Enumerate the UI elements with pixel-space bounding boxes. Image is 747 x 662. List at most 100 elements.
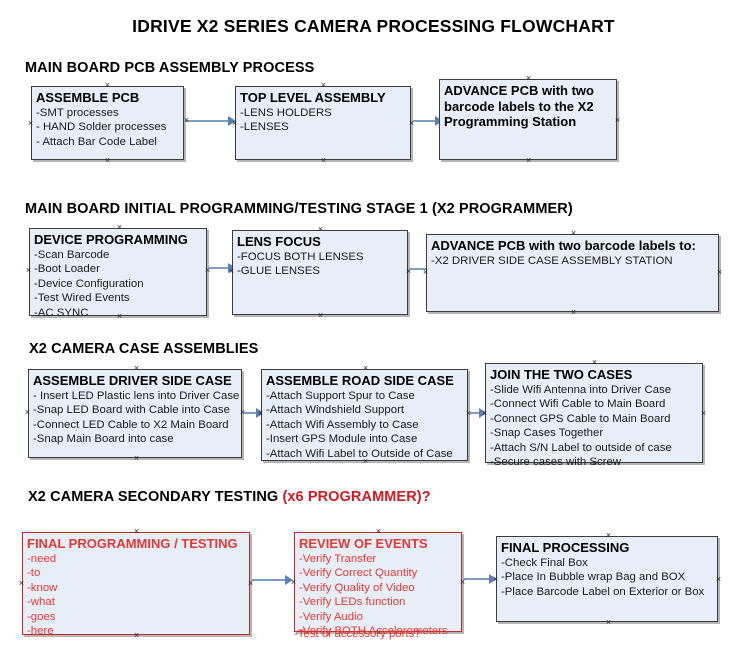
box-line: - Attach Bar Code Label bbox=[36, 135, 157, 148]
connection-handle-left[interactable] bbox=[290, 579, 297, 586]
box-heading: LENS FOCUS bbox=[237, 234, 321, 249]
box-line: -know bbox=[27, 581, 58, 594]
box-line: -LENS HOLDERS bbox=[240, 106, 332, 119]
connection-handle-bottom[interactable] bbox=[320, 157, 327, 164]
box-line: -Attach Windshield Support bbox=[266, 404, 405, 417]
connection-handle-left[interactable] bbox=[24, 409, 31, 416]
box-line: -here bbox=[27, 625, 54, 638]
connection-handle-right[interactable] bbox=[700, 410, 707, 417]
box-line-overflow: -Test of accessory ports? bbox=[294, 628, 421, 640]
box-line: -FOCUS BOTH LENSES bbox=[237, 250, 364, 263]
connection-handle[interactable] bbox=[183, 117, 190, 124]
connection-handle-right[interactable] bbox=[614, 117, 621, 124]
box-line: -need bbox=[27, 552, 57, 565]
connection-handle-bottom[interactable] bbox=[116, 313, 123, 320]
connection-handle-left[interactable] bbox=[25, 267, 32, 274]
connection-handle-top[interactable] bbox=[570, 230, 577, 237]
connection-handle-bottom[interactable] bbox=[104, 157, 111, 164]
connection-handle-top[interactable] bbox=[375, 528, 382, 535]
box-assemble-pcb[interactable]: ASSEMBLE PCB -SMT processes - HAND Solde… bbox=[31, 86, 184, 160]
section-title-accent: (x6 PROGRAMMER)? bbox=[282, 489, 431, 505]
connection-handle-top[interactable] bbox=[320, 82, 327, 89]
connection-handle-right[interactable] bbox=[716, 269, 723, 276]
box-line: -Scan Barcode bbox=[34, 248, 110, 261]
box-line: -Secure cases with Screw bbox=[490, 456, 622, 469]
connection-handle-top[interactable] bbox=[525, 75, 532, 82]
box-line: -SMT processes bbox=[36, 106, 119, 119]
box-heading: FINAL PROCESSING bbox=[501, 540, 630, 555]
box-advance-pcb-driver-side-case[interactable]: ADVANCE PCB with two barcode labels to: … bbox=[426, 234, 719, 312]
box-line: - Insert LED Plastic lens into Driver Ca… bbox=[33, 389, 240, 402]
connection-handle-left[interactable] bbox=[228, 268, 235, 275]
box-heading: DEVICE PROGRAMMING bbox=[34, 232, 188, 247]
box-heading: ASSEMBLE PCB bbox=[36, 90, 140, 105]
section-title-x2-camera-secondary-testing: X2 CAMERA SECONDARY TESTING (x6 PROGRAMM… bbox=[28, 489, 431, 505]
box-line: -Verify Audio bbox=[299, 610, 363, 623]
connection-handle-right[interactable] bbox=[715, 576, 722, 583]
connection-handle-left[interactable] bbox=[481, 410, 488, 417]
box-line: -what bbox=[27, 596, 55, 609]
section-title-x2-camera-case-assemblies: X2 CAMERA CASE ASSEMBLIES bbox=[29, 341, 258, 357]
connector-line bbox=[470, 412, 484, 414]
box-line: -Connect GPS Cable to Main Board bbox=[490, 412, 671, 425]
box-final-programming-testing[interactable]: FINAL PROGRAMMING / TESTING -need -to -k… bbox=[22, 532, 250, 637]
connection-handle-left[interactable] bbox=[231, 120, 238, 127]
connector-arrowhead bbox=[285, 575, 293, 585]
connection-handle-bottom[interactable] bbox=[133, 632, 140, 639]
connection-handle-right[interactable] bbox=[459, 579, 466, 586]
box-assemble-driver-side-case[interactable]: ASSEMBLE DRIVER SIDE CASE - Insert LED P… bbox=[28, 369, 242, 458]
connection-handle-left[interactable] bbox=[18, 580, 25, 587]
connection-handle-left[interactable] bbox=[27, 120, 34, 127]
box-line: - HAND Solder processes bbox=[36, 121, 167, 134]
connection-handle-top[interactable] bbox=[605, 532, 612, 539]
box-heading: JOIN THE TWO CASES bbox=[490, 367, 633, 382]
connection-handle-top[interactable] bbox=[591, 359, 598, 366]
box-line: -Slide Wifi Antenna into Driver Case bbox=[490, 383, 672, 396]
box-final-processing[interactable]: FINAL PROCESSING -Check Final Box -Place… bbox=[496, 536, 718, 622]
connector-line bbox=[413, 120, 438, 122]
connector-line bbox=[410, 268, 430, 270]
connection-handle-left[interactable] bbox=[492, 576, 499, 583]
box-heading: TOP LEVEL ASSEMBLY bbox=[240, 90, 386, 105]
box-line: -Attach S/N Label to outside of case bbox=[490, 441, 672, 454]
section-title-main-board-pcb-assembly: MAIN BOARD PCB ASSEMBLY PROCESS bbox=[25, 60, 314, 76]
box-join-the-two-cases[interactable]: JOIN THE TWO CASES -Slide Wifi Antenna i… bbox=[485, 363, 703, 468]
connection-handle-right[interactable] bbox=[247, 580, 254, 587]
connection-handle-bottom[interactable] bbox=[570, 309, 577, 316]
connection-handle-top[interactable] bbox=[133, 528, 140, 535]
connection-handle-top[interactable] bbox=[362, 365, 369, 372]
box-line: -GLUE LENSES bbox=[237, 265, 320, 278]
box-review-of-events[interactable]: REVIEW OF EVENTS -Verify Transfer -Verif… bbox=[294, 532, 462, 637]
box-line: -Snap Cases Together bbox=[490, 427, 604, 440]
box-advance-pcb-programming-station[interactable]: ADVANCE PCB with two barcode labels to t… bbox=[439, 79, 617, 160]
connection-handle-bottom[interactable] bbox=[362, 458, 369, 465]
connector-line bbox=[244, 412, 260, 414]
box-line: -Test Wired Events bbox=[34, 292, 130, 305]
connection-handle-bottom[interactable] bbox=[525, 157, 532, 164]
connection-handle-bottom[interactable] bbox=[133, 455, 140, 462]
connection-handle-left[interactable] bbox=[257, 410, 264, 417]
box-assemble-road-side-case[interactable]: ASSEMBLE ROAD SIDE CASE -Attach Support … bbox=[261, 369, 468, 461]
box-line: -Verify Transfer bbox=[299, 552, 377, 565]
section-title-main-board-initial-programming: MAIN BOARD INITIAL PROGRAMMING/TESTING S… bbox=[25, 201, 573, 217]
connection-handle-top[interactable] bbox=[317, 226, 324, 233]
connection-handle-bottom[interactable] bbox=[317, 312, 324, 319]
connection-handle-left[interactable] bbox=[422, 269, 429, 276]
connection-handle-top[interactable] bbox=[133, 365, 140, 372]
box-line: -LENSES bbox=[240, 121, 289, 134]
connection-handle-top[interactable] bbox=[116, 224, 123, 231]
box-line: -Attach Wifi Label to Outside of Case bbox=[266, 447, 453, 460]
box-device-programming[interactable]: DEVICE PROGRAMMING -Scan Barcode -Boot L… bbox=[29, 228, 207, 319]
box-lens-focus[interactable]: LENS FOCUS -FOCUS BOTH LENSES -GLUE LENS… bbox=[232, 230, 408, 315]
section-title-text: MAIN BOARD PCB ASSEMBLY PROCESS bbox=[25, 60, 315, 76]
connection-handle-bottom[interactable] bbox=[605, 619, 612, 626]
box-line: -Verify BOTH Accelerometers bbox=[299, 625, 448, 638]
box-line: -Connect Wifi Cable to Main Board bbox=[490, 398, 666, 411]
box-line: -Insert GPS Module into Case bbox=[266, 433, 418, 446]
connection-handle-bottom[interactable] bbox=[591, 460, 598, 467]
connection-handle-top[interactable] bbox=[104, 82, 111, 89]
box-line: -Attach Support Spur to Case bbox=[266, 389, 415, 402]
section-title-text: X2 CAMERA CASE ASSEMBLIES bbox=[29, 341, 259, 357]
box-line: -Place In Bubble wrap Bag and BOX bbox=[501, 571, 686, 584]
box-top-level-assembly[interactable]: TOP LEVEL ASSEMBLY -LENS HOLDERS -LENSES bbox=[235, 86, 411, 160]
